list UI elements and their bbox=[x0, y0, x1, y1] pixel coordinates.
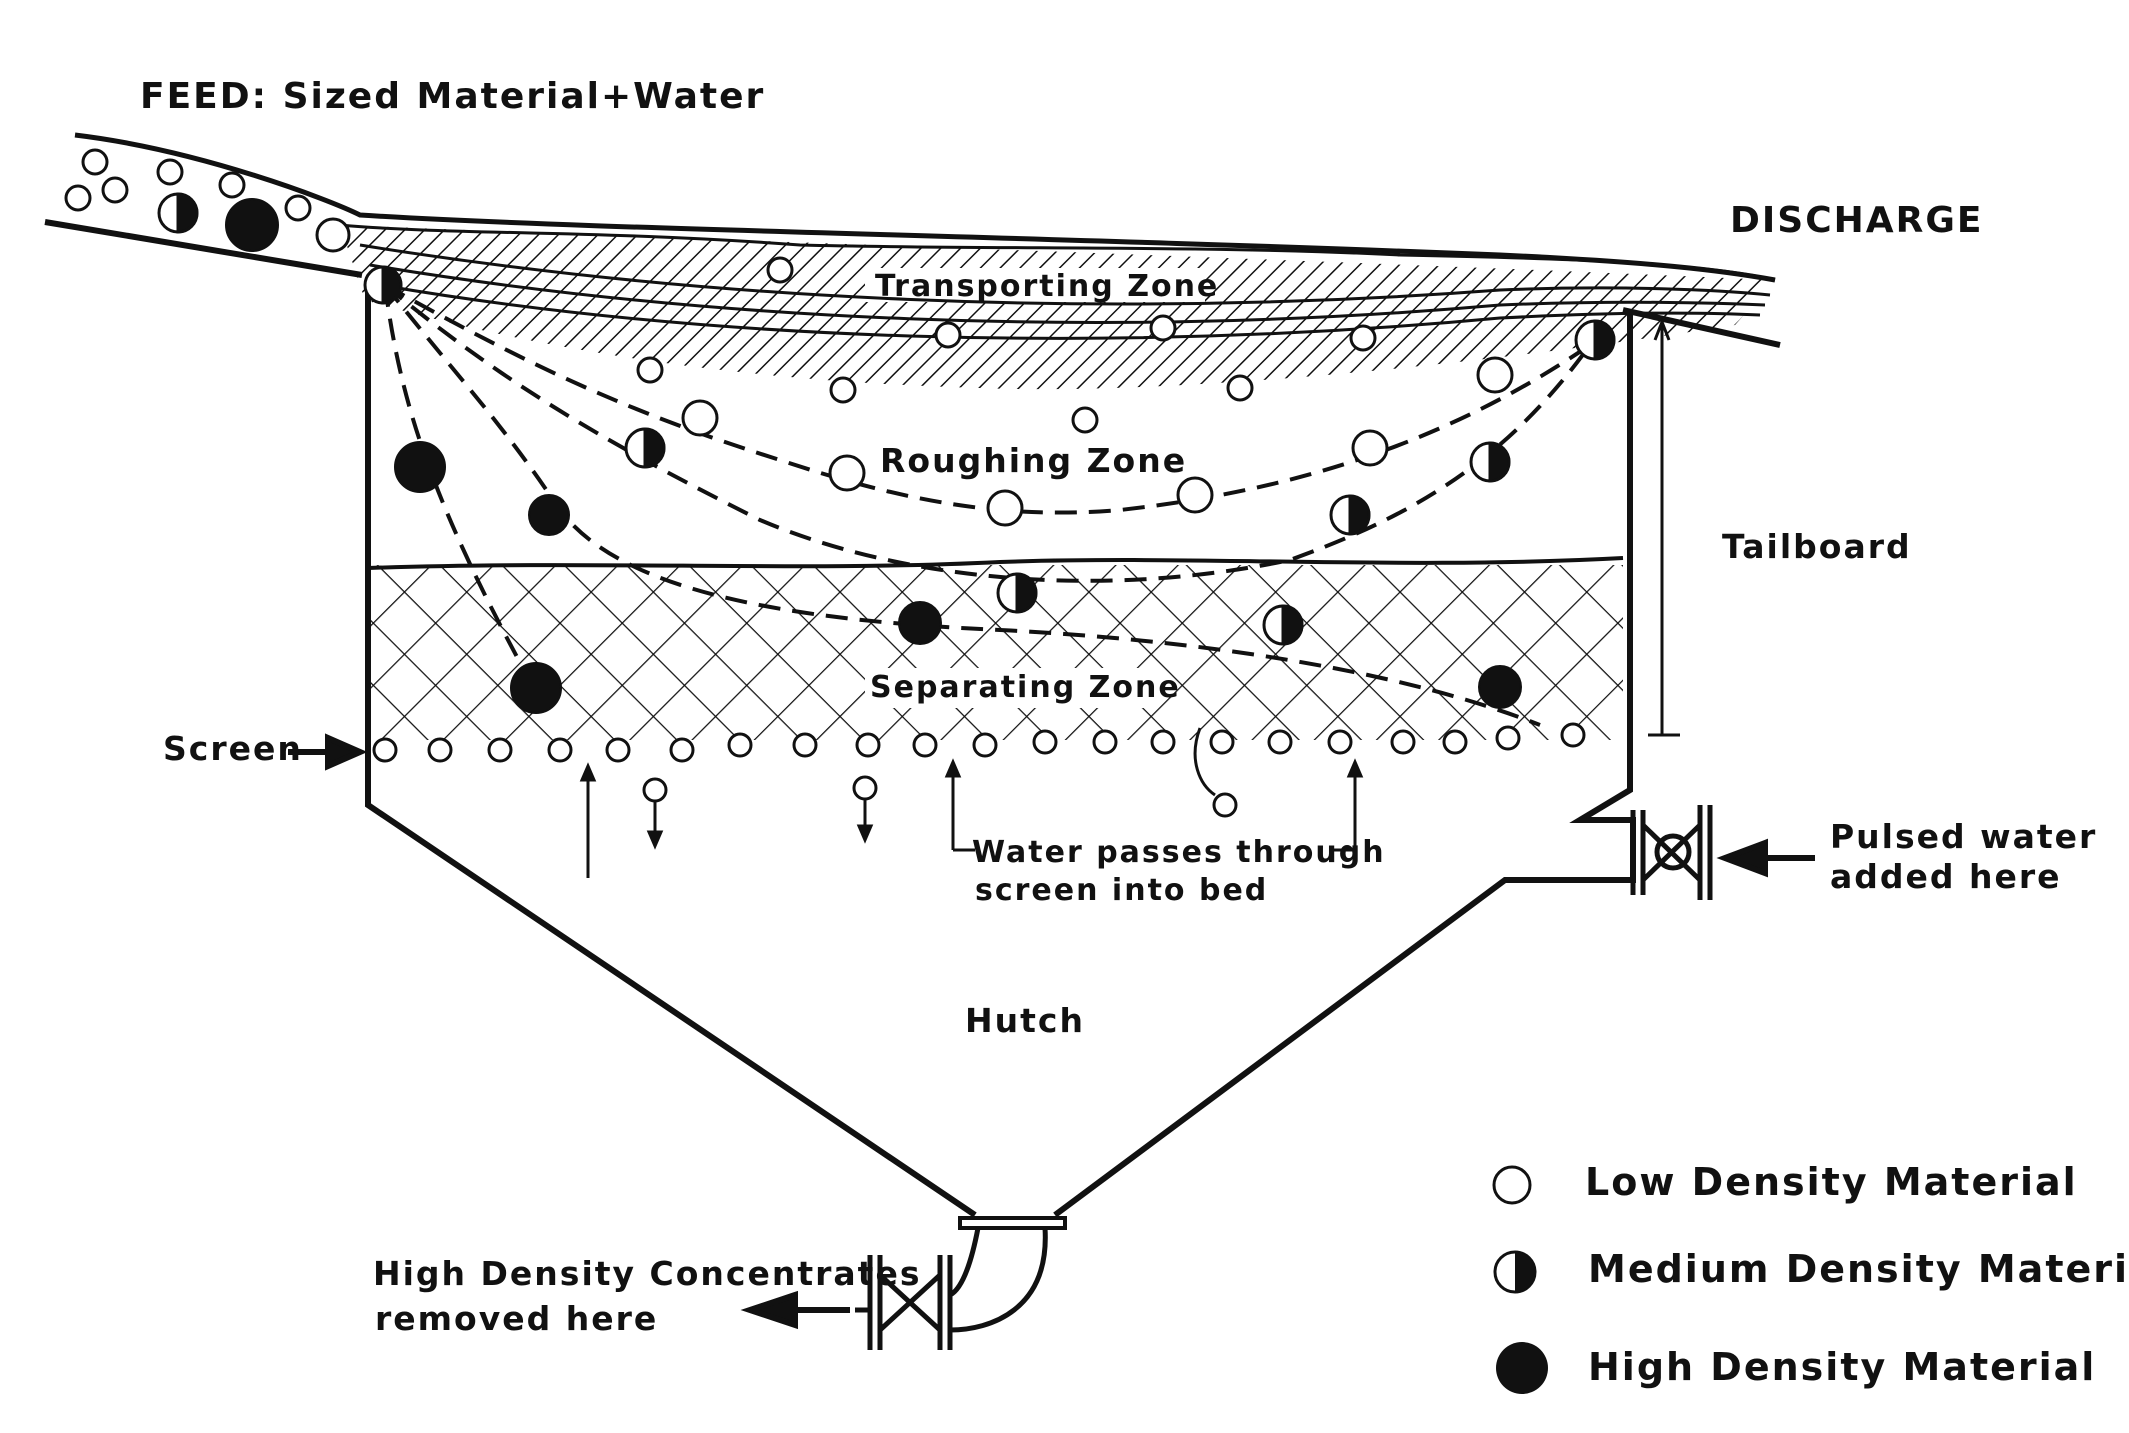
screen-label: Screen bbox=[163, 729, 303, 768]
screen-arrow bbox=[288, 733, 368, 771]
flow-line bbox=[379, 283, 1761, 340]
hutch-label: Hutch bbox=[965, 1001, 1085, 1040]
feed-launder-bottom bbox=[44, 219, 363, 278]
tailboard-label: Tailboard bbox=[1722, 527, 1912, 566]
feed-label: FEED: Sized Material+Water bbox=[140, 76, 765, 117]
flow-line bbox=[369, 263, 1766, 324]
screen-circles bbox=[372, 722, 1586, 763]
transporting-zone-label-bg bbox=[865, 268, 1205, 302]
low-density-particles bbox=[64, 148, 1514, 818]
concentrates-arrow bbox=[740, 1290, 850, 1330]
legend-high-label: High Density Material bbox=[1588, 1345, 2096, 1389]
water-passes-label: Water passes through bbox=[972, 835, 1386, 870]
separating-zone-label: Separating Zone bbox=[870, 670, 1181, 705]
hutch-outlet-flange bbox=[958, 1216, 1067, 1230]
filled-circle-icon bbox=[1496, 1342, 1548, 1394]
legend-low-label: Low Density Material bbox=[1585, 1160, 2078, 1204]
tailboard-dimension bbox=[1648, 317, 1680, 737]
high-density-particles bbox=[225, 198, 1522, 714]
transporting-zone-band bbox=[340, 225, 1775, 390]
medium-density-particles bbox=[157, 192, 1616, 646]
surface-wave bbox=[339, 223, 1776, 282]
legend-medium-label: Medium Density Material bbox=[1588, 1247, 2129, 1291]
concentrates-label: High Density Concentrates bbox=[373, 1254, 921, 1293]
water-flow-arrows bbox=[579, 727, 1364, 878]
separating-zone-bed bbox=[368, 565, 1623, 740]
legend: Low Density Material Medium Density Mate… bbox=[1492, 1160, 2129, 1394]
bed-surface-line bbox=[367, 556, 1624, 570]
flow-line bbox=[359, 243, 1771, 306]
pulsed-water-label: Pulsed water bbox=[1830, 817, 2097, 856]
half-filled-circle-icon bbox=[1493, 1250, 1537, 1294]
open-circle-icon bbox=[1492, 1165, 1532, 1205]
pulsed-water-label-2: added here bbox=[1830, 857, 2062, 896]
separating-zone-label-bg bbox=[865, 668, 1155, 708]
concentrates-label-2: removed here bbox=[375, 1299, 658, 1338]
outlet-valve bbox=[855, 1255, 953, 1350]
water-passes-label-2: screen into bed bbox=[975, 873, 1268, 908]
hutch-outlet-elbow bbox=[947, 1227, 1048, 1333]
roughing-zone-label: Roughing Zone bbox=[880, 441, 1187, 480]
discharge-label: DISCHARGE bbox=[1730, 200, 1983, 241]
pulsed-water-arrow bbox=[1716, 838, 1815, 878]
pulsed-water-valve bbox=[1630, 805, 1713, 900]
transporting-zone-label: Transporting Zone bbox=[875, 269, 1219, 304]
discharge-lip bbox=[1622, 307, 1781, 348]
